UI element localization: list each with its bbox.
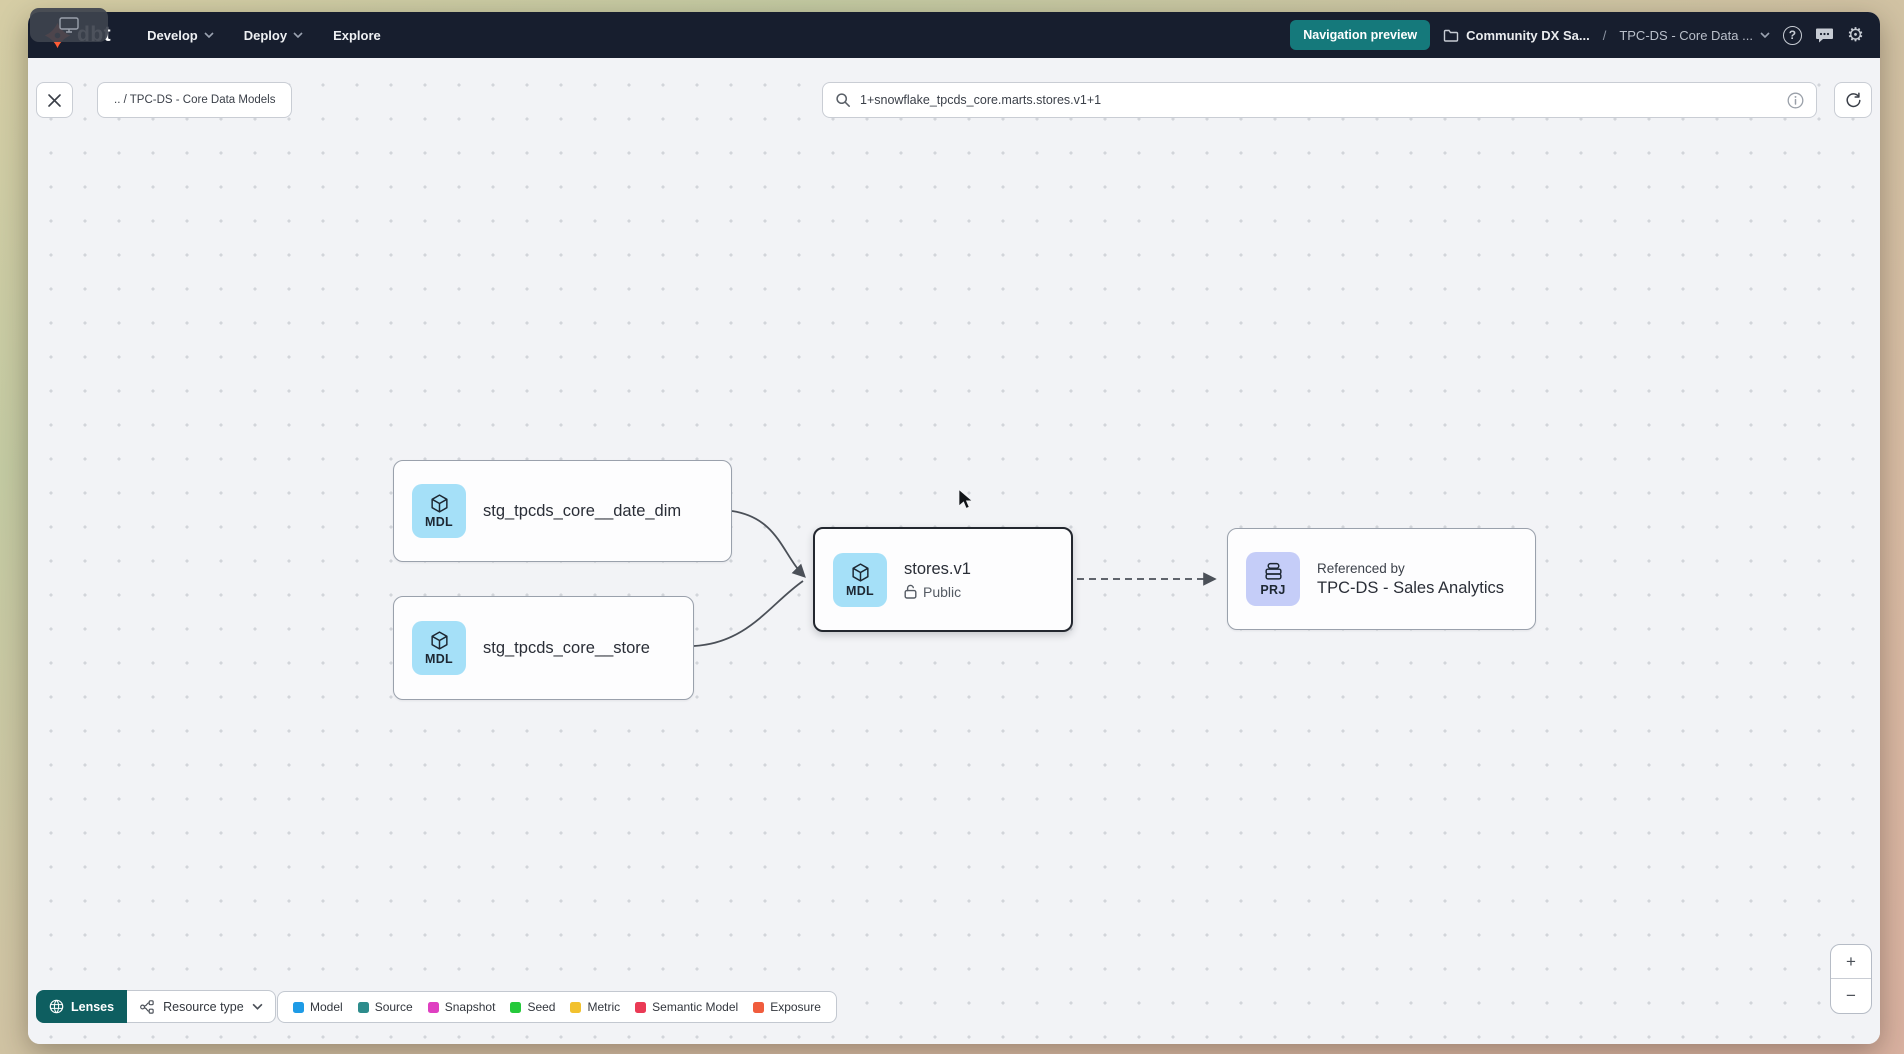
- chevron-down-icon: [293, 32, 303, 38]
- feedback-button[interactable]: [1815, 27, 1834, 44]
- chevron-down-icon: [252, 1003, 263, 1010]
- nav-menu-deploy-label: Deploy: [243, 27, 288, 43]
- model-mdl-icon: MDL: [412, 621, 466, 675]
- model-mdl-icon: MDL: [833, 552, 887, 607]
- unlock-icon: [904, 584, 917, 599]
- cube-icon: [430, 631, 448, 650]
- nav-menu-develop-label: Develop: [147, 27, 198, 43]
- snapshot-swatch: [427, 1001, 439, 1013]
- model-node-stores-v1-selected[interactable]: MDL stores.v1 Public: [813, 527, 1073, 632]
- lens-icon: [49, 999, 64, 1014]
- resource-type-legend: Model Source Snapshot Seed Metric Semant…: [277, 991, 837, 1023]
- legend-label: Source: [374, 1000, 413, 1014]
- project-node-sales-analytics[interactable]: PRJ Referenced by TPC-DS - Sales Analyti…: [1227, 528, 1536, 630]
- cube-icon: [430, 494, 448, 513]
- legend-label: Model: [310, 1000, 343, 1014]
- legend-label: Snapshot: [444, 1000, 496, 1014]
- access-label: Public: [923, 583, 962, 600]
- model-node-stg-tpcds-core-date-dim[interactable]: MDL stg_tpcds_core__date_dim: [393, 460, 732, 562]
- navbar-right: Navigation preview Community DX Sa... / …: [1290, 20, 1864, 50]
- node-overline: Referenced by: [1317, 560, 1405, 576]
- cube-icon: [851, 562, 869, 582]
- node-label: TPC-DS - Sales Analytics: [1317, 578, 1505, 597]
- chevron-down-icon: [204, 32, 214, 38]
- breadcrumb-account[interactable]: Community DX Sa...: [1443, 28, 1590, 43]
- search-icon: [836, 93, 850, 107]
- model-mdl-icon: MDL: [412, 484, 466, 538]
- selector-query-text: 1+snowflake_tpcds_core.marts.stores.v1+1: [860, 93, 1102, 107]
- archive-stack-icon: [1264, 562, 1282, 580]
- monitor-icon: [59, 17, 79, 33]
- seed-swatch: [510, 1001, 522, 1013]
- lenses-label: Lenses: [71, 999, 115, 1014]
- lineage-selector-input[interactable]: 1+snowflake_tpcds_core.marts.stores.v1+1: [822, 82, 1817, 118]
- source-swatch: [357, 1001, 369, 1013]
- nav-menu-develop[interactable]: Develop: [147, 28, 214, 43]
- project-prj-icon: PRJ: [1246, 552, 1300, 606]
- model-swatch: [293, 1001, 304, 1013]
- chat-bubble-icon: [1815, 28, 1833, 42]
- chevron-down-icon: [1760, 32, 1770, 38]
- legend-item-model: Model: [293, 1000, 343, 1014]
- zoom-in-button[interactable]: +: [1831, 945, 1871, 979]
- close-icon: [48, 93, 61, 107]
- node-label: stores.v1: [904, 559, 971, 578]
- resource-badge: PRJ: [1260, 583, 1286, 597]
- resource-type-dropdown[interactable]: Resource type: [127, 990, 276, 1023]
- zoom-controls: + −: [1830, 944, 1872, 1014]
- resource-badge: MDL: [425, 515, 453, 529]
- legend-label: Semantic Model: [652, 1000, 739, 1014]
- close-lineage-button[interactable]: [36, 82, 73, 118]
- lenses-button[interactable]: Lenses: [36, 990, 128, 1023]
- breadcrumb-account-label: Community DX Sa...: [1466, 27, 1590, 43]
- model-node-stg-tpcds-core-store[interactable]: MDL stg_tpcds_core__store: [393, 596, 694, 700]
- nav-menu-explore-label: Explore: [333, 27, 381, 43]
- legend-item-metric: Metric: [570, 1000, 620, 1014]
- access-row: Public: [904, 584, 971, 600]
- breadcrumb-separator: /: [1602, 27, 1607, 43]
- settings-gear-icon[interactable]: ⚙: [1846, 24, 1864, 46]
- top-navbar: dbt Develop Deploy Explore Navigation pr…: [28, 12, 1880, 58]
- breadcrumb-project-label: TPC-DS - Core Data ...: [1619, 27, 1753, 43]
- node-label: stg_tpcds_core__store: [483, 638, 650, 657]
- help-button[interactable]: ?: [1782, 25, 1802, 45]
- refresh-lineage-button[interactable]: [1834, 82, 1872, 118]
- semantic-model-swatch: [635, 1001, 647, 1013]
- refresh-icon: [1846, 92, 1861, 107]
- legend-item-exposure: Exposure: [753, 1000, 821, 1014]
- nav-menu-explore[interactable]: Explore: [333, 28, 381, 43]
- legend-item-source: Source: [357, 1000, 413, 1014]
- legend-label: Seed: [527, 1000, 556, 1014]
- info-icon[interactable]: [1787, 92, 1804, 109]
- legend-label: Metric: [587, 1000, 621, 1014]
- node-label: stg_tpcds_core__date_dim: [483, 501, 682, 520]
- nav-menus: Develop Deploy Explore: [147, 28, 381, 43]
- legend-item-snapshot: Snapshot: [427, 1000, 496, 1014]
- app-window: dbt Develop Deploy Explore Navigation pr…: [28, 12, 1880, 1044]
- metric-swatch: [570, 1001, 582, 1013]
- screen-indicator-overlay: [30, 8, 108, 42]
- resource-type-label: Resource type: [163, 999, 244, 1014]
- exposure-swatch: [753, 1001, 765, 1013]
- legend-item-seed: Seed: [510, 1000, 555, 1014]
- resource-badge: MDL: [425, 652, 453, 666]
- resource-badge: MDL: [846, 583, 874, 598]
- legend-item-semantic-model: Semantic Model: [635, 1000, 738, 1014]
- legend-label: Exposure: [770, 1000, 821, 1014]
- breadcrumb-project-selector[interactable]: TPC-DS - Core Data ...: [1619, 28, 1770, 43]
- breadcrumb-chip[interactable]: .. / TPC-DS - Core Data Models: [97, 82, 293, 118]
- help-icon: ?: [1782, 25, 1802, 45]
- resource-graph-icon: [140, 999, 154, 1014]
- navigation-preview-badge[interactable]: Navigation preview: [1290, 20, 1431, 50]
- folder-icon: [1443, 29, 1459, 42]
- nav-menu-deploy[interactable]: Deploy: [244, 28, 303, 43]
- footer-controls: Lenses Resource type: [36, 990, 276, 1023]
- zoom-out-button[interactable]: −: [1846, 986, 1856, 1005]
